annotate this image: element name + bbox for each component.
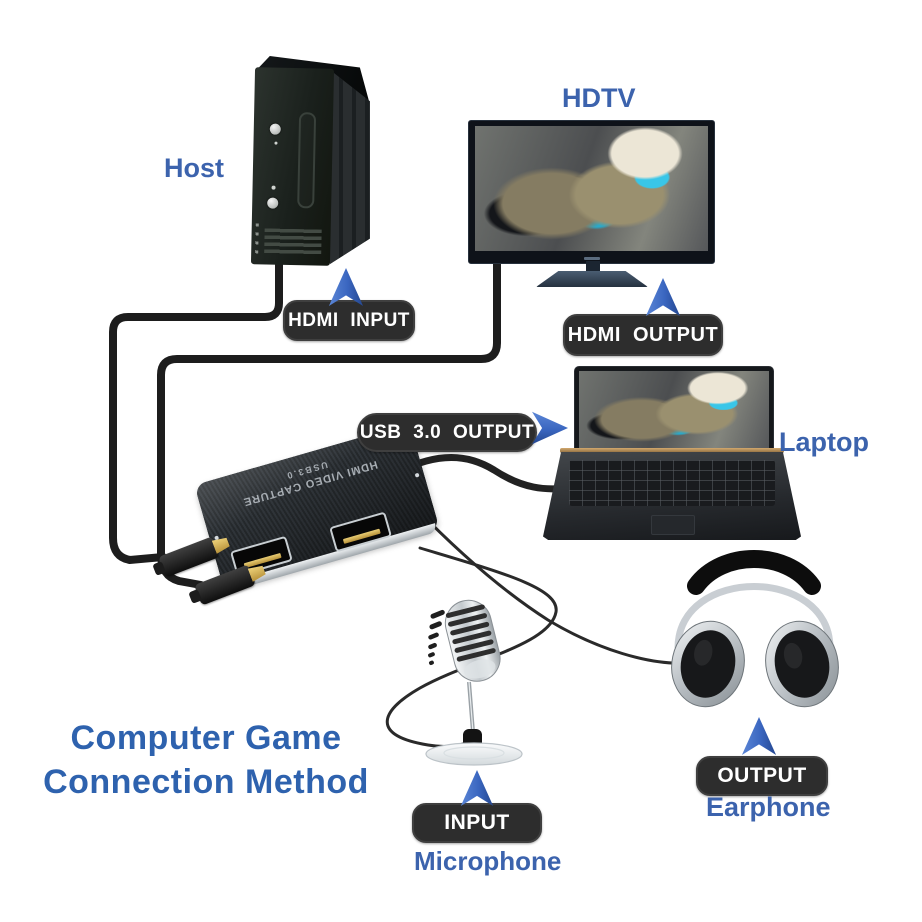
title-line1: Computer Game: [70, 719, 342, 757]
headband-pad: [687, 550, 821, 595]
mic-input-label: INPUT: [412, 803, 542, 843]
caption-earphone: Earphone: [706, 792, 831, 822]
left-earcup: [671, 620, 745, 708]
hdtv-logo: [583, 257, 600, 260]
hdmi-cable-host-to-card: [109, 248, 283, 565]
pc-led: [271, 185, 276, 190]
caption-hdtv: HDTV: [562, 83, 636, 113]
microphone-base: [425, 742, 523, 766]
laptop-base: [543, 452, 801, 540]
microphone-base-ring: [443, 746, 505, 760]
arrow-up-hdmi-input: [328, 268, 364, 306]
hdmi-input-label: HDMI INPUT: [283, 300, 415, 341]
pc-drive-slot: [297, 112, 317, 209]
pc-screw-dots: [255, 223, 259, 258]
headband-inner: [674, 583, 834, 649]
pc-led: [274, 141, 278, 145]
arrow-up-earphone-output: [741, 717, 777, 755]
arrow-right-usb-output: [532, 411, 568, 445]
microphone-head: [444, 599, 501, 682]
hdtv-monitor: [468, 120, 715, 264]
card-screw: [414, 472, 420, 478]
hdtv-stand-neck: [586, 261, 600, 274]
usb-output-label: USB 3.0 OUTPUT: [357, 413, 537, 452]
microphone: [425, 599, 523, 766]
hdtv-stand-base: [536, 271, 648, 287]
pc-reset-button: [267, 197, 279, 209]
caption-laptop: Laptop: [779, 427, 869, 457]
arrow-up-hdmi-output: [645, 278, 681, 316]
audio-cable-card-to-earphone: [406, 498, 688, 665]
microphone-side-dashes: [428, 609, 445, 665]
earphone-headset: [671, 550, 839, 708]
hdmi-output-label: HDMI OUTPUT: [563, 314, 723, 356]
laptop-hinge: [560, 448, 784, 453]
pc-power-button: [269, 123, 281, 135]
host-pc-tower: [250, 67, 335, 266]
microphone-stem-highlight: [468, 681, 474, 733]
diagram-title: Computer Game Connection Method: [36, 716, 376, 804]
pc-vents: [264, 228, 322, 256]
hdtv-screen-game-image: [475, 126, 708, 251]
title-line2: Connection Method: [43, 763, 369, 801]
laptop-screen: [574, 366, 774, 452]
caption-host: Host: [164, 153, 224, 183]
audio-cable-card-to-microphone: [385, 546, 558, 748]
laptop-screen-game-image: [579, 371, 769, 449]
caption-microphone: Microphone: [414, 846, 562, 876]
laptop-keyboard: [568, 459, 776, 506]
right-earcup: [765, 620, 839, 708]
host-pc-side-panel: [330, 69, 370, 264]
earphone-output-label: OUTPUT: [696, 756, 828, 796]
laptop-trackpad: [651, 515, 695, 535]
arrow-up-mic-input: [460, 770, 494, 806]
usb-cable-card-to-laptop: [394, 454, 582, 493]
